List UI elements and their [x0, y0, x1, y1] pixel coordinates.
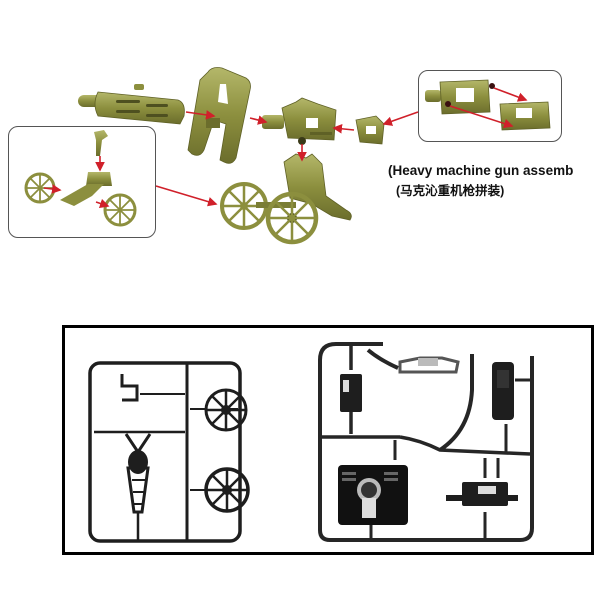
water-jacket-barrel-part [78, 84, 185, 125]
assembly-parts-drawing [24, 67, 551, 245]
receiver-part [262, 97, 337, 145]
sprue-b-parts [338, 356, 518, 525]
sprue-a [88, 361, 250, 543]
caption-chinese: (马克沁重机枪拼装) [396, 184, 505, 198]
sprue-b [318, 342, 534, 542]
assembly-arrows [43, 87, 528, 209]
assembly-diagram: (Heavy machine gun assemb (马克沁重机枪拼装) [8, 67, 600, 245]
feed-block-part [355, 115, 385, 145]
assembly-caption: (Heavy machine gun assemb (马克沁重机枪拼装) [388, 163, 600, 199]
wheeled-carriage-part [220, 153, 352, 245]
carriage-inset-parts [24, 130, 137, 227]
sprue-a-trail-block [128, 450, 148, 474]
gun-shield-part [187, 67, 251, 164]
caption-english: (Heavy machine gun assemb [388, 163, 574, 178]
